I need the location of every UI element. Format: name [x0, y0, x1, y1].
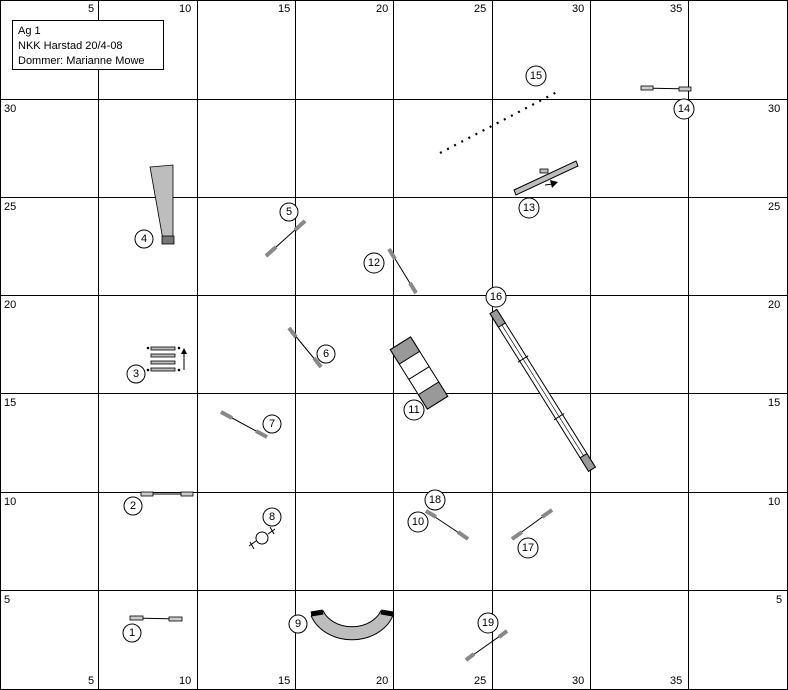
right-axis-label: 5	[776, 594, 782, 606]
number-marker-8: 8	[262, 507, 282, 527]
top-axis-label: 35	[670, 3, 682, 15]
number-marker-10: 10	[407, 511, 429, 533]
marker-label: 11	[408, 404, 419, 416]
marker-label: 13	[523, 202, 535, 214]
top-axis-label: 30	[572, 3, 584, 15]
obstacle-5-jump[interactable]	[264, 219, 307, 258]
marker-label: 2	[130, 500, 136, 512]
number-marker-2: 2	[123, 496, 143, 516]
marker-label: 3	[133, 368, 139, 380]
number-marker-12: 12	[363, 252, 385, 274]
bottom-axis-label: 20	[376, 675, 388, 687]
obstacle-1-jump[interactable]	[129, 615, 183, 622]
number-marker-4: 4	[134, 229, 154, 249]
obstacle-19-jump[interactable]	[464, 629, 509, 662]
number-marker-5: 5	[279, 202, 299, 222]
obstacle-15-long-jump[interactable]	[439, 91, 558, 154]
marker-label: 17	[522, 542, 534, 554]
judge-name: Dommer: Marianne Mowe	[18, 55, 145, 67]
obstacle-7-jump[interactable]	[220, 410, 268, 439]
number-marker-6: 6	[316, 344, 336, 364]
marker-label: 7	[269, 418, 275, 430]
obstacle-10-jump[interactable]	[424, 509, 470, 541]
marker-label: 15	[530, 70, 542, 82]
obstacle-2-jump[interactable]	[140, 491, 194, 497]
number-marker-3: 3	[126, 364, 146, 384]
number-marker-1: 1	[122, 623, 142, 643]
marker-label: 4	[141, 233, 147, 245]
obstacle-3-weave[interactable]	[146, 346, 187, 372]
bottom-axis-label: 35	[670, 675, 682, 687]
left-axis-labels: 30 25 20 15 10 5	[4, 103, 16, 606]
obstacle-14-jump[interactable]	[640, 85, 692, 92]
marker-label: 6	[323, 348, 329, 360]
number-marker-7: 7	[262, 414, 282, 434]
obstacle-9-tunnel[interactable]	[310, 609, 394, 641]
marker-label: 1	[129, 627, 135, 639]
obstacle-4-chute[interactable]	[149, 164, 175, 245]
number-marker-14: 14	[673, 98, 695, 120]
bottom-axis-label: 15	[278, 675, 290, 687]
marker-label: 18	[429, 494, 441, 506]
number-marker-13: 13	[518, 197, 540, 219]
bottom-axis-label: 25	[474, 675, 486, 687]
obstacle-8-tire[interactable]	[248, 526, 276, 550]
event-name: NKK Harstad 20/4-08	[18, 40, 123, 52]
number-marker-9: 9	[288, 614, 308, 634]
obstacle-6-jump[interactable]	[287, 326, 323, 369]
top-axis-label: 25	[474, 3, 486, 15]
bottom-axis-label: 5	[88, 675, 94, 687]
top-axis-label: 5	[88, 3, 94, 15]
top-axis-label: 15	[278, 3, 290, 15]
right-axis-labels: 30 25 20 15 10 5	[768, 103, 782, 606]
number-marker-19: 19	[477, 612, 499, 634]
bottom-axis-label: 30	[572, 675, 584, 687]
obstacle-13-seesaw[interactable]	[513, 160, 579, 196]
left-axis-label: 5	[4, 594, 10, 606]
marker-label: 12	[368, 257, 380, 269]
marker-label: 5	[286, 206, 292, 218]
obstacle-16-dog-walk[interactable]	[488, 308, 597, 473]
top-axis-label: 20	[376, 3, 388, 15]
right-axis-label: 20	[768, 299, 780, 311]
number-marker-16: 16	[485, 286, 507, 308]
left-axis-label: 10	[4, 496, 16, 508]
marker-label: 16	[490, 291, 502, 303]
bottom-axis-label: 10	[179, 675, 191, 687]
number-marker-11: 11	[403, 399, 425, 421]
obstacle-17-jump[interactable]	[510, 508, 554, 541]
top-axis-label: 10	[179, 3, 191, 15]
right-axis-label: 25	[768, 201, 780, 213]
left-axis-label: 25	[4, 201, 16, 213]
left-axis-label: 30	[4, 103, 16, 115]
number-marker-15: 15	[525, 65, 547, 87]
right-axis-label: 10	[768, 496, 780, 508]
marker-label: 14	[678, 103, 690, 115]
right-axis-label: 30	[768, 103, 780, 115]
bottom-axis-labels: 5 10 15 20 25 30 35	[88, 675, 682, 687]
obstacle-11-a-frame[interactable]	[389, 336, 449, 410]
marker-label: 8	[269, 511, 275, 523]
marker-label: 19	[482, 617, 494, 629]
obstacle-12-jump[interactable]	[387, 247, 418, 295]
left-axis-label: 20	[4, 299, 16, 311]
marker-label: 9	[295, 618, 301, 630]
course-class: Ag 1	[18, 25, 41, 37]
number-marker-17: 17	[517, 537, 539, 559]
right-axis-label: 15	[768, 397, 780, 409]
left-axis-label: 15	[4, 397, 16, 409]
top-axis-labels: 5 10 15 20 25 30 35	[88, 3, 682, 15]
number-marker-18: 18	[424, 489, 446, 511]
course-info-box: Ag 1 NKK Harstad 20/4-08 Dommer: Mariann…	[12, 20, 164, 70]
marker-label: 10	[412, 516, 424, 528]
